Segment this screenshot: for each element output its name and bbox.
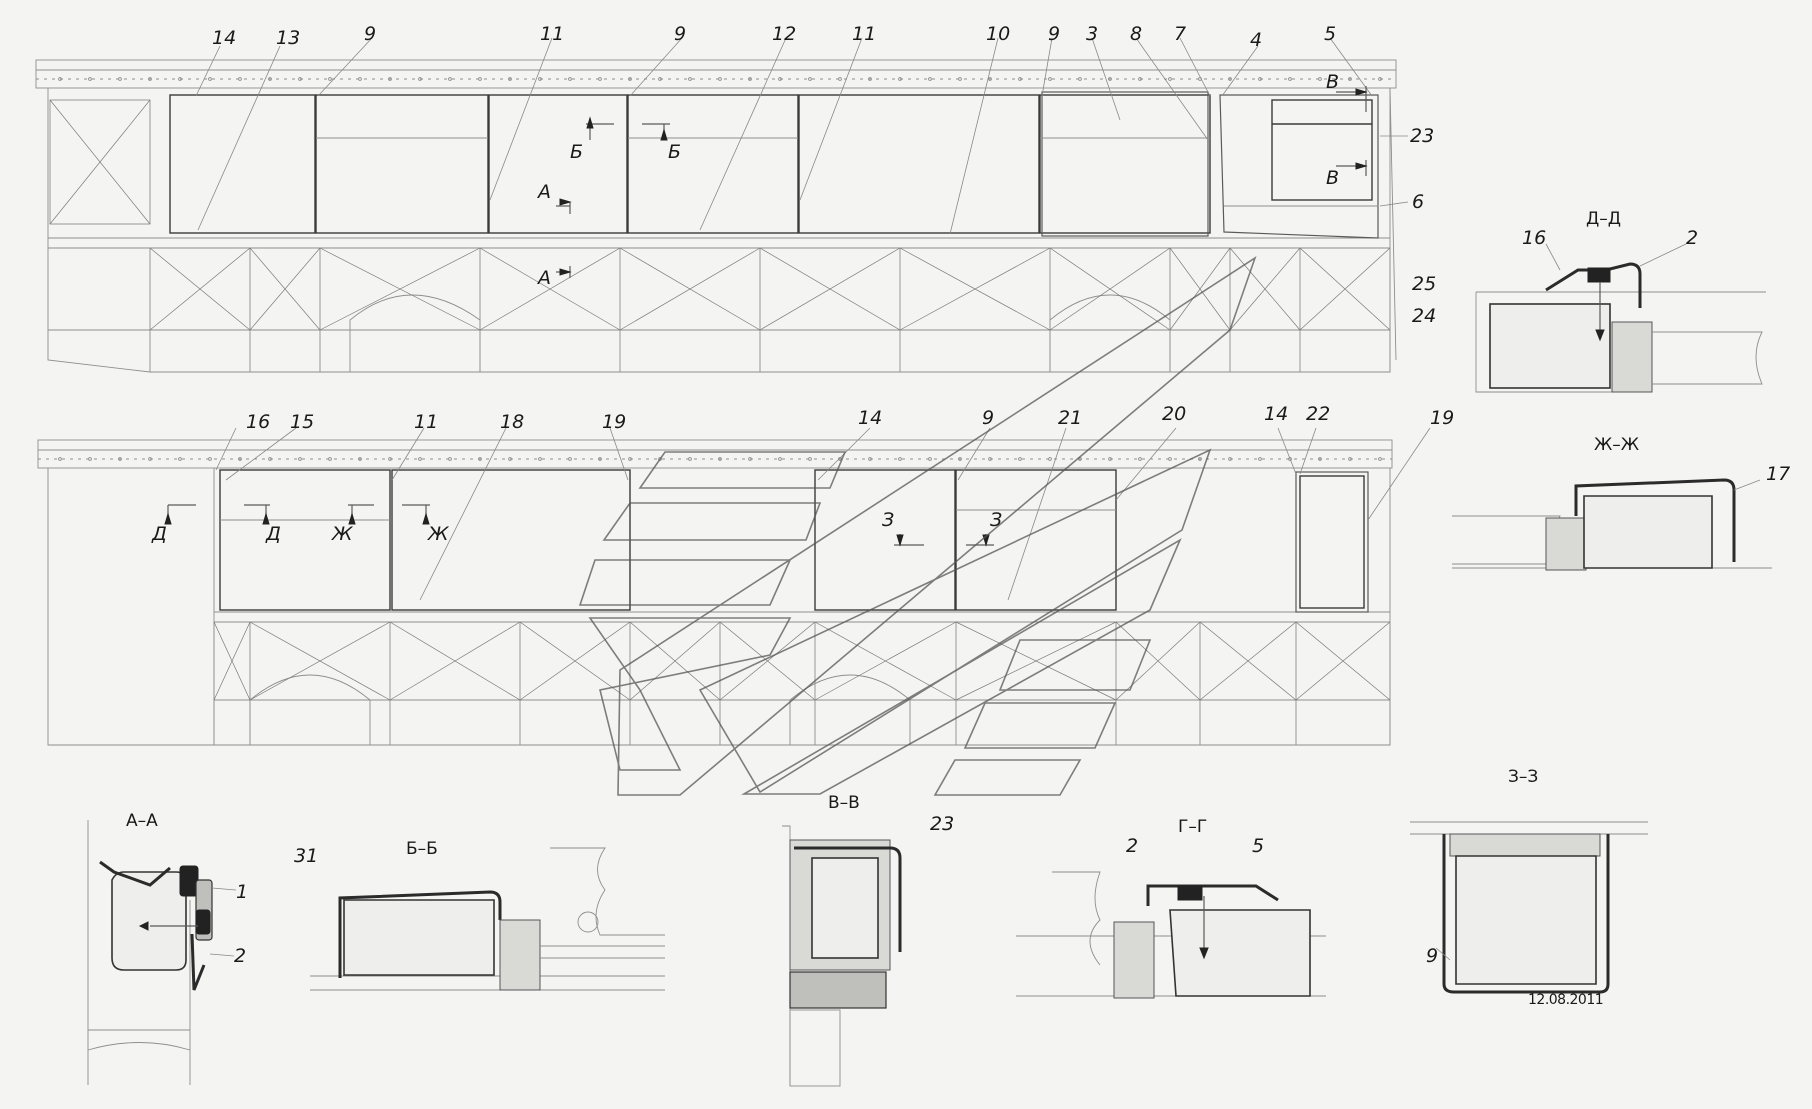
drawing-date: 12.08.2011 [1528, 992, 1603, 1008]
callout-19-a: 19 [602, 411, 626, 433]
section-gg [1016, 871, 1326, 999]
callout-25: 25 [1412, 273, 1436, 295]
section-title-zhzh: Ж–Ж [1594, 435, 1639, 455]
callout-5: 5 [1324, 23, 1336, 45]
section-bb [310, 847, 665, 991]
callout-labels-bottom: 16 15 11 18 19 14 9 21 20 14 22 19 [246, 403, 1454, 433]
callout-20: 20 [1162, 403, 1186, 425]
callout-14-top: 14 [212, 27, 236, 49]
section-zhzh [1452, 478, 1772, 571]
svg-text:Ж: Ж [331, 523, 354, 545]
callout-labels-top: 14 13 9 11 9 12 11 10 9 3 8 7 4 5 23 6 2… [212, 23, 1436, 327]
section-vv [782, 825, 902, 1087]
svg-text:2: 2 [1686, 227, 1698, 249]
svg-text:З: З [882, 509, 894, 531]
callout-9-a: 9 [364, 23, 376, 45]
callout-9-c: 9 [1048, 23, 1060, 45]
callout-9-d: 9 [982, 407, 994, 429]
callout-11-a: 11 [540, 23, 564, 45]
svg-text:Б: Б [668, 141, 681, 163]
svg-text:17: 17 [1766, 463, 1790, 485]
svg-text:Д: Д [265, 523, 281, 545]
top-elevation [35, 37, 1409, 373]
section-title-vv: В–В [828, 793, 860, 813]
svg-text:23: 23 [930, 813, 954, 835]
cut-mark-letters: Б Б А А В В Д Д Ж Ж З З [151, 71, 1339, 545]
callout-12: 12 [772, 23, 796, 45]
callout-8: 8 [1130, 23, 1142, 45]
svg-text:31: 31 [294, 845, 318, 867]
section-dd [1475, 243, 1766, 393]
section-zz [1410, 821, 1648, 994]
callout-10: 10 [986, 23, 1010, 45]
callout-16: 16 [246, 411, 270, 433]
svg-text:Б: Б [570, 141, 583, 163]
callout-18: 18 [500, 411, 524, 433]
svg-text:9: 9 [1426, 945, 1438, 967]
callout-4: 4 [1250, 29, 1262, 51]
callout-7: 7 [1174, 23, 1186, 45]
svg-text:1: 1 [236, 881, 248, 903]
callout-14-c: 14 [1264, 403, 1288, 425]
section-title-bb: Б–Б [406, 839, 438, 859]
svg-text:З: З [990, 509, 1002, 531]
svg-text:2: 2 [1126, 835, 1138, 857]
callout-21: 21 [1058, 407, 1082, 429]
section-title-gg: Г–Г [1178, 817, 1207, 837]
svg-text:Ж: Ж [427, 523, 450, 545]
watermark-logo [578, 256, 1257, 796]
callout-9-b: 9 [674, 23, 686, 45]
svg-text:А: А [536, 181, 551, 203]
callout-11-c: 11 [414, 411, 438, 433]
callout-13: 13 [276, 27, 300, 49]
svg-text:В: В [1326, 71, 1339, 93]
svg-text:5: 5 [1252, 835, 1264, 857]
section-title-zz: З–З [1508, 767, 1538, 787]
section-labels: 1 2 31 23 2 5 9 16 2 17 [234, 227, 1790, 967]
section-titles: А–А Б–Б В–В Г–Г З–З Д–Д Ж–Ж [126, 209, 1639, 859]
callout-24: 24 [1412, 305, 1436, 327]
callout-3: 3 [1086, 23, 1098, 45]
callout-6: 6 [1412, 191, 1424, 213]
bottom-elevation [37, 427, 1431, 746]
section-title-aa: А–А [126, 811, 158, 831]
callout-14-b: 14 [858, 407, 882, 429]
callout-22: 22 [1306, 403, 1330, 425]
callout-19-b: 19 [1430, 407, 1454, 429]
svg-text:2: 2 [234, 945, 246, 967]
svg-text:Д: Д [151, 523, 167, 545]
svg-text:В: В [1326, 167, 1339, 189]
callout-15: 15 [290, 411, 314, 433]
callout-11-b: 11 [852, 23, 876, 45]
svg-text:16: 16 [1522, 227, 1546, 249]
svg-text:А: А [536, 267, 551, 289]
callout-23: 23 [1410, 125, 1434, 147]
section-title-dd: Д–Д [1586, 209, 1621, 229]
section-aa [87, 820, 237, 1085]
